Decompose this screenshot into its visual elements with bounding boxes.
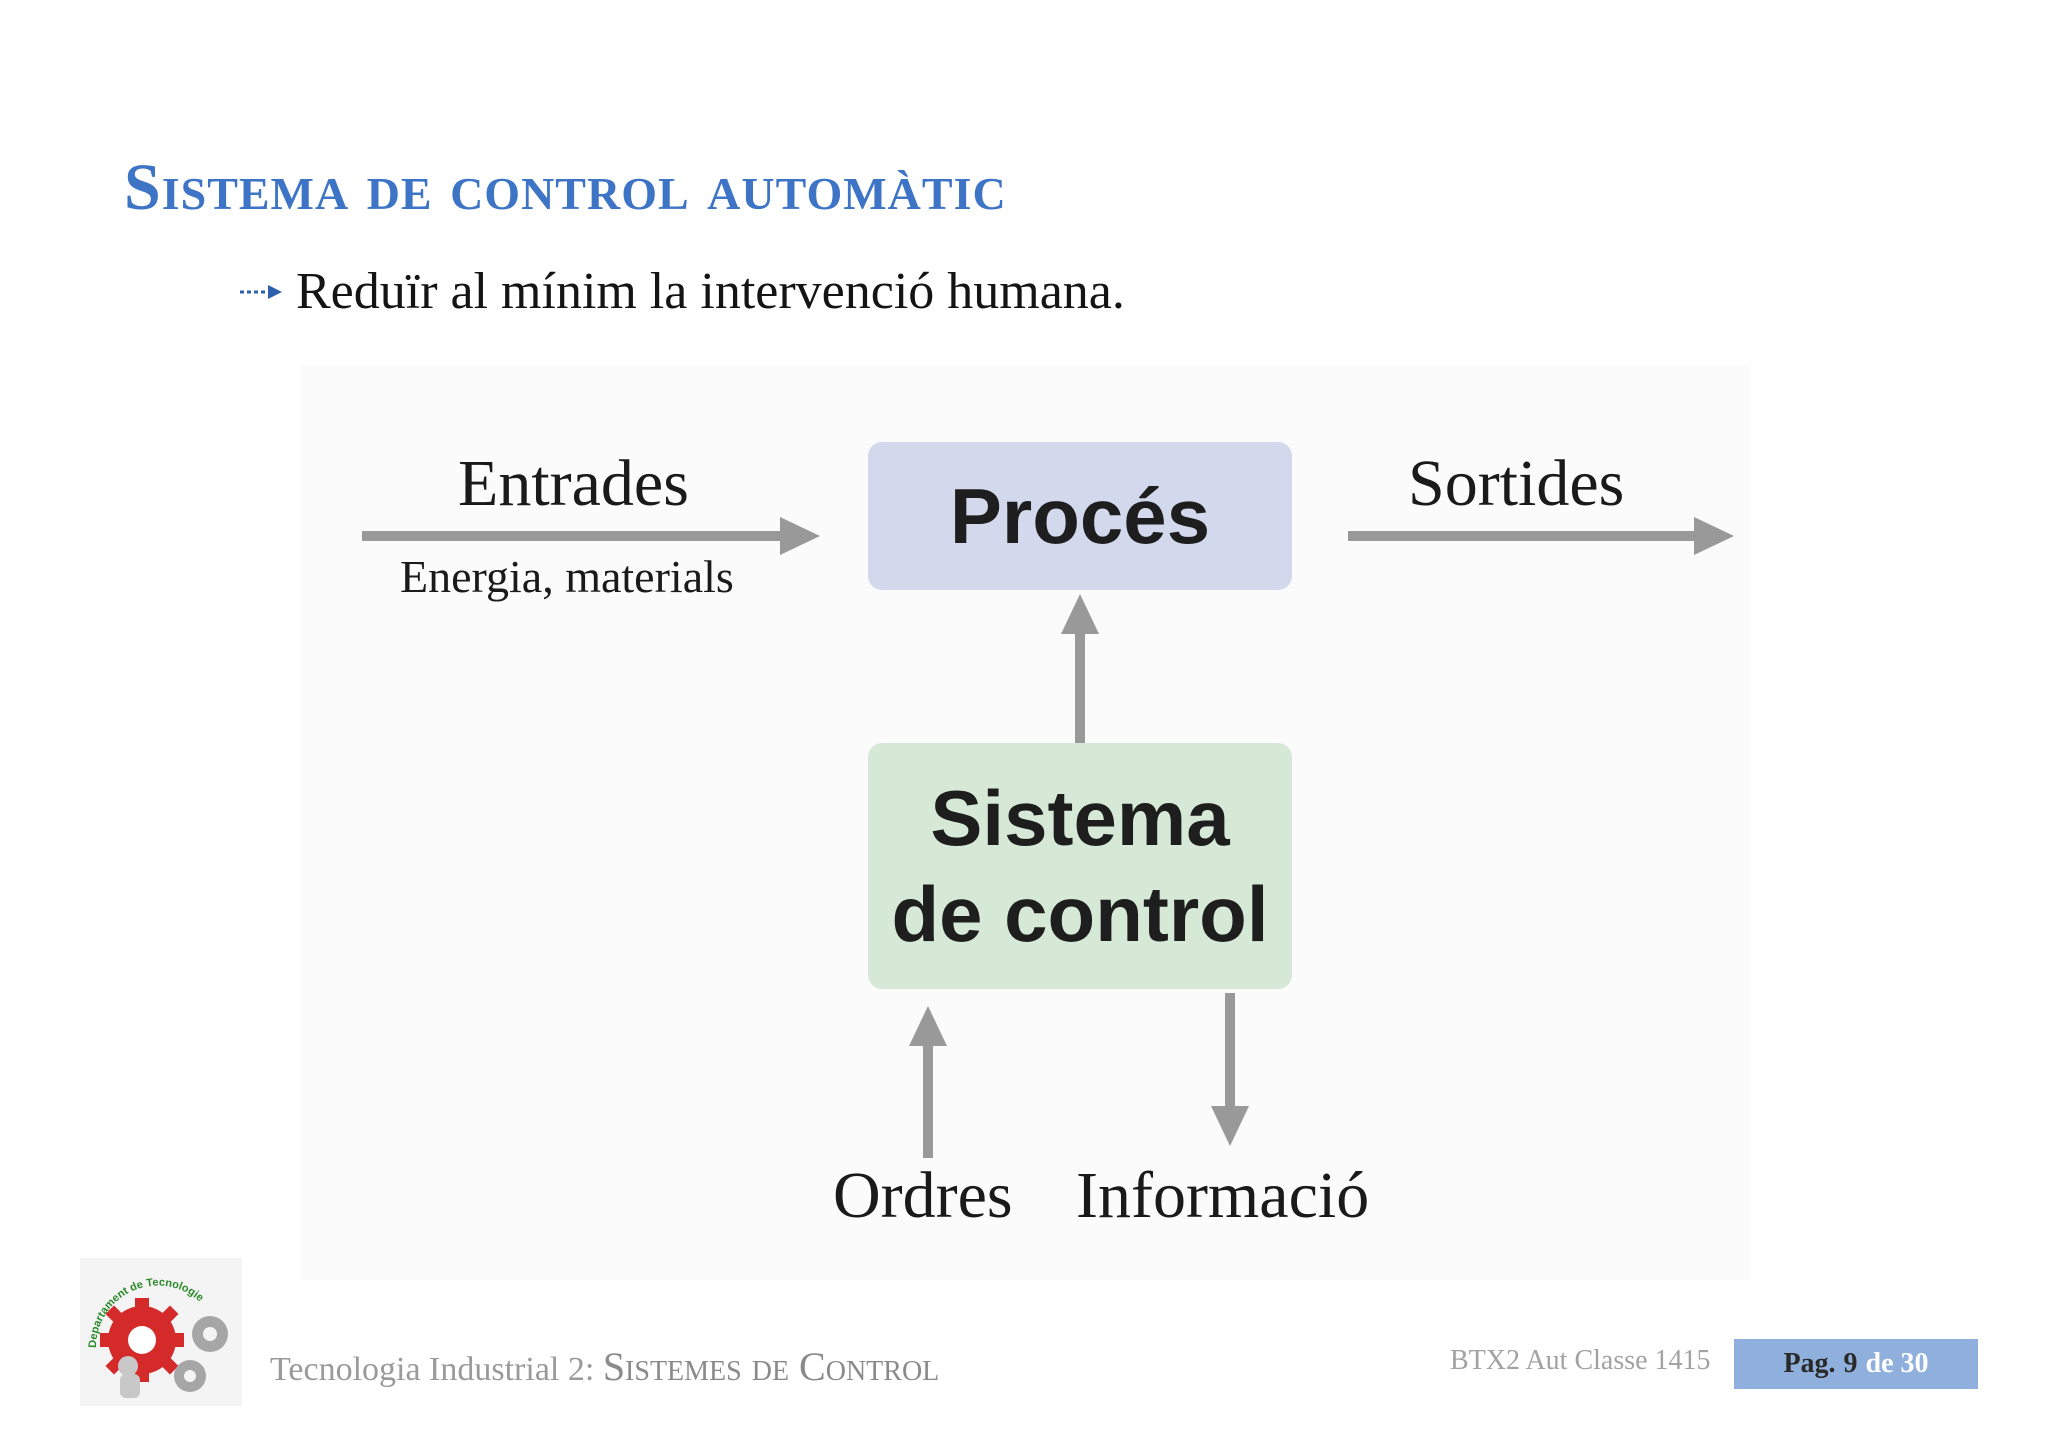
footer-course-topic: Sistemes de Control [602, 1344, 940, 1389]
bullet-item: Reduïr al mínim la intervenció humana. [238, 262, 1125, 321]
inputs-label: Entrades [458, 447, 689, 520]
outputs-label: Sortides [1408, 447, 1625, 520]
orders-arrow [909, 1006, 947, 1158]
small-gear-icon [174, 1316, 228, 1392]
page-label: Pag. [1783, 1348, 1836, 1379]
page-number: 9 [1843, 1348, 1858, 1379]
slide-title: Sistema de control automàtic [124, 151, 1007, 224]
control-box-line1: Sistema [930, 774, 1230, 862]
process-box: Procés [868, 442, 1292, 590]
department-logo: Departament de Tecnologies [80, 1258, 242, 1406]
page-indicator: Pag. 9 de 30 [1734, 1339, 1978, 1389]
bullet-text: Reduïr al mínim la intervenció humana. [296, 263, 1125, 320]
gear-icon [100, 1298, 184, 1382]
dotted-arrow-icon [240, 284, 282, 299]
figure-icon [118, 1356, 140, 1398]
page-total: de 30 [1865, 1348, 1929, 1379]
info-label: Informació [1076, 1159, 1370, 1232]
process-box-label: Procés [949, 471, 1211, 560]
inputs-arrow [362, 517, 820, 555]
control-box-line2: de control [891, 870, 1269, 958]
footer-course-title: Tecnologia Industrial 2: Sistemes de Con… [270, 1343, 939, 1390]
orders-label: Ordres [833, 1159, 1013, 1232]
footer-course-prefix: Tecnologia Industrial 2: [270, 1351, 603, 1388]
control-system-box: Sistema de control [868, 743, 1292, 989]
control-to-process-arrow [1061, 594, 1099, 743]
outputs-arrow [1348, 517, 1734, 555]
info-arrow [1211, 993, 1249, 1146]
inputs-sublabel: Energia, materials [400, 551, 734, 602]
footer-class-info: BTX2 Aut Classe 1415 [1450, 1345, 1711, 1376]
